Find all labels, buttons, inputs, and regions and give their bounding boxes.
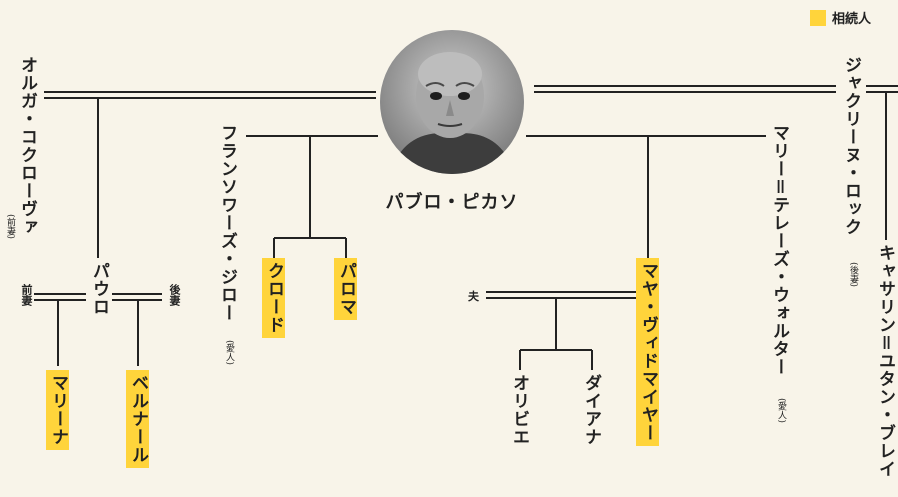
person-claude: クロード: [262, 258, 285, 338]
person-bernard: ベルナール: [126, 370, 149, 468]
note-jacqueline: (後妻): [848, 262, 858, 288]
person-paloma: パロマ: [334, 258, 357, 320]
person-maya: マヤ・ヴィドマイヤー: [636, 258, 659, 446]
person-marina: マリーナ: [46, 370, 69, 450]
person-francoise: フランソワーズ・ジロー: [217, 124, 237, 322]
tag-paulo-later: 後妻: [168, 284, 181, 306]
legend: 相続人: [810, 8, 871, 27]
note-marie-therese: (愛人): [776, 398, 786, 424]
portrait-image: [380, 30, 524, 174]
person-olga: オルガ・コクローヴァ: [17, 56, 37, 236]
person-jacqueline: ジャクリーヌ・ロック: [841, 56, 861, 236]
note-olga: (前妻): [5, 214, 15, 240]
person-paulo: パウロ: [89, 262, 109, 316]
portrait-photo: [380, 30, 524, 174]
tag-paulo-ex: 前妻: [20, 284, 33, 306]
note-francoise: (愛人): [224, 340, 234, 366]
legend-swatch: [810, 9, 826, 26]
person-olivier: オリビエ: [509, 374, 529, 446]
center-name: パブロ・ピカソ: [385, 192, 519, 213]
tag-maya-husband: 夫: [468, 290, 479, 303]
legend-label: 相続人: [832, 12, 872, 27]
person-marie-therese: マリー＝テレーズ・ウォルター: [769, 124, 789, 376]
person-catherine: キャサリン＝ユタン・ブレイ: [875, 244, 895, 478]
person-diana: ダイアナ: [581, 374, 601, 446]
